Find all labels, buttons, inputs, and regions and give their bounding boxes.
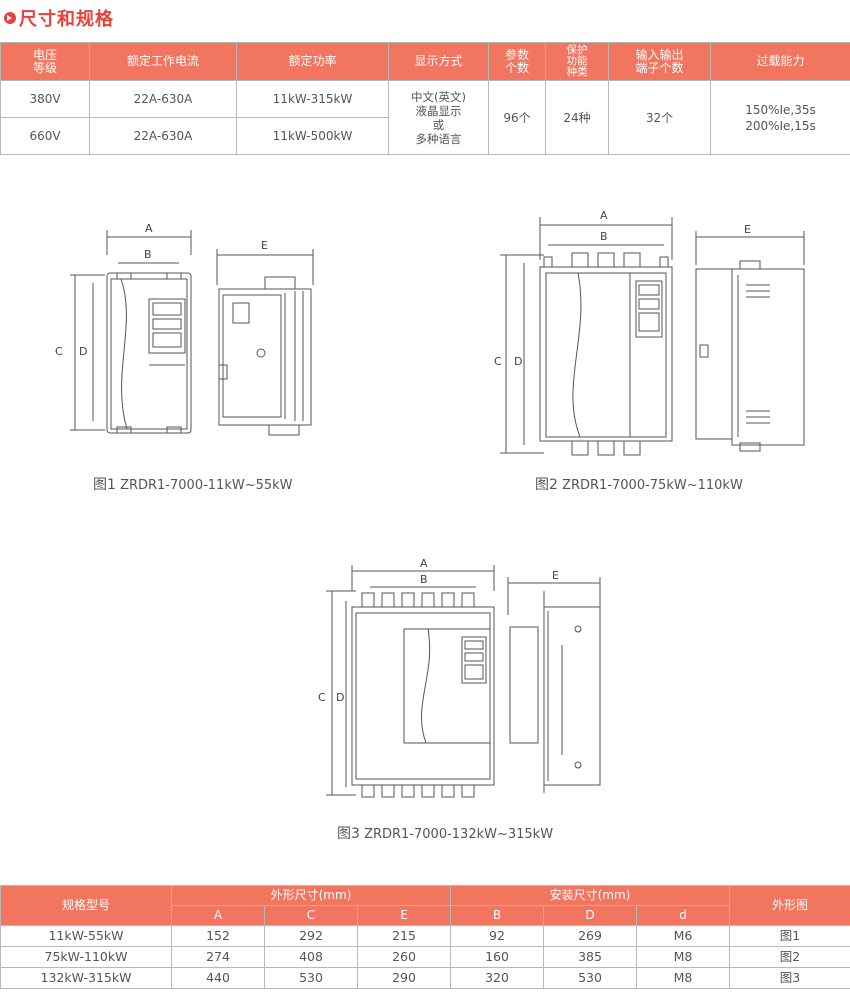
spec-table: 电压 等级 额定工作电流 额定功率 显示方式 参数 个数 保护 功能 种类 输入… xyxy=(0,42,850,155)
cell-display-mode: 中文(英文) 液晶显示 或 多种语言 xyxy=(388,80,489,155)
figure-3-model: ZRDR1-7000-132kW~315kW xyxy=(364,827,554,842)
cell-b: 160 xyxy=(450,946,544,968)
cell-overload: 150%Ie,35s 200%Ie,15s xyxy=(710,80,850,155)
cell-model: 11kW-55kW xyxy=(0,925,172,947)
header-power: 额定功率 xyxy=(236,42,389,81)
dim-label-b: B xyxy=(144,248,152,261)
spec-header-row: 电压 等级 额定工作电流 额定功率 显示方式 参数 个数 保护 功能 种类 输入… xyxy=(0,42,850,81)
dim-label-c: C xyxy=(494,355,502,368)
cell-current: 22A-630A xyxy=(89,117,237,155)
subheader-bolt: d xyxy=(636,905,730,926)
table-row: 11kW-55kW 152 292 215 92 269 M6 图1 xyxy=(0,925,850,947)
cell-c: 292 xyxy=(264,925,358,947)
cell-e: 260 xyxy=(357,946,451,968)
cell-model: 132kW-315kW xyxy=(0,967,172,989)
dim-label-e: E xyxy=(261,239,268,252)
dim-label-c: C xyxy=(55,345,63,358)
dim-label-c: C xyxy=(318,691,326,704)
figure-3-caption: 图3 ZRDR1-7000-132kW~315kW xyxy=(337,823,553,843)
cell-a: 440 xyxy=(171,967,265,989)
table-row: 132kW-315kW 440 530 290 320 530 M8 图3 xyxy=(0,967,850,989)
dim-label-d: D xyxy=(79,345,87,358)
dim-label-a: A xyxy=(145,222,153,235)
cell-figure: 图1 xyxy=(729,925,850,947)
figure-1-caption: 图1 ZRDR1-7000-11kW~55kW xyxy=(93,474,293,494)
cell-figure: 图3 xyxy=(729,967,850,989)
cell-c: 408 xyxy=(264,946,358,968)
cell-power: 11kW-500kW xyxy=(236,117,389,155)
figure-1-drawing: A B C D E xyxy=(55,222,314,436)
header-outer-size: 外形尺寸(mm) xyxy=(171,885,451,906)
figure-1-model: ZRDR1-7000-11kW~55kW xyxy=(120,478,293,493)
subheader-b: B xyxy=(450,905,544,926)
cell-power: 11kW-315kW xyxy=(236,80,389,118)
header-figure: 外形图 xyxy=(729,885,850,926)
cell-b: 320 xyxy=(450,967,544,989)
dim-label-b: B xyxy=(420,573,428,586)
subheader-d: D xyxy=(543,905,637,926)
subheader-e: E xyxy=(357,905,451,926)
dim-subheader-row: A C E B D d xyxy=(1,905,850,926)
cell-d: 269 xyxy=(543,925,637,947)
dim-label-d: D xyxy=(514,355,522,368)
cell-param-count: 96个 xyxy=(488,80,546,155)
subheader-c: C xyxy=(264,905,358,926)
arrow-bullet-icon xyxy=(4,12,16,24)
table-row: 75kW-110kW 274 408 260 160 385 M8 图2 xyxy=(0,946,850,968)
dim-label-a: A xyxy=(600,209,608,222)
cell-b: 92 xyxy=(450,925,544,947)
cell-a: 152 xyxy=(171,925,265,947)
subheader-a: A xyxy=(171,905,265,926)
table-row: 660V 22A-630A 11kW-500kW xyxy=(0,117,850,155)
cell-e: 290 xyxy=(357,967,451,989)
section-heading: 尺寸和规格 xyxy=(19,9,114,30)
cell-current: 22A-630A xyxy=(89,80,237,118)
section-title: 尺寸和规格 xyxy=(4,5,114,31)
figure-3-drawing: A B C D E xyxy=(318,557,601,798)
cell-voltage: 660V xyxy=(0,117,90,155)
cell-d: 530 xyxy=(543,967,637,989)
header-voltage: 电压 等级 xyxy=(0,42,90,81)
cell-c: 530 xyxy=(264,967,358,989)
header-params: 参数 个数 xyxy=(488,42,546,81)
cell-model: 75kW-110kW xyxy=(0,946,172,968)
header-current: 额定工作电流 xyxy=(89,42,237,81)
header-model: 规格型号 xyxy=(0,885,172,926)
header-install-size: 安装尺寸(mm) xyxy=(450,885,730,906)
header-overload: 过载能力 xyxy=(710,42,850,81)
dimension-table: 规格型号 外形尺寸(mm) 安装尺寸(mm) 外形图 A C E B D d 1… xyxy=(0,885,850,989)
dim-label-e: E xyxy=(744,223,751,236)
header-protection: 保护 功能 种类 xyxy=(545,42,609,81)
dim-header-row: 规格型号 外形尺寸(mm) 安装尺寸(mm) 外形图 xyxy=(0,885,850,926)
figure-2-model: ZRDR1-7000-75kW~110kW xyxy=(562,478,743,493)
table-row: 380V 22A-630A 11kW-315kW 中文(英文) 液晶显示 或 多… xyxy=(0,80,850,155)
figure-2-drawing: A B C D E xyxy=(494,209,805,456)
header-display: 显示方式 xyxy=(388,42,489,81)
figure-1-number: 图1 xyxy=(93,477,116,493)
dim-label-d: D xyxy=(336,691,344,704)
cell-figure: 图2 xyxy=(729,946,850,968)
cell-d: 385 xyxy=(543,946,637,968)
figure-3-number: 图3 xyxy=(337,826,360,842)
dim-label-e: E xyxy=(552,569,559,582)
header-io: 输入输出 端子个数 xyxy=(608,42,711,81)
cell-e: 215 xyxy=(357,925,451,947)
dim-label-b: B xyxy=(600,230,608,243)
figure-2-caption: 图2 ZRDR1-7000-75kW~110kW xyxy=(535,474,743,494)
cell-bolt: M8 xyxy=(636,946,730,968)
cell-protection: 24种 xyxy=(545,80,609,155)
cell-bolt: M8 xyxy=(636,967,730,989)
cell-a: 274 xyxy=(171,946,265,968)
figure-2-number: 图2 xyxy=(535,477,558,493)
cell-voltage: 380V xyxy=(0,80,90,118)
cell-bolt: M6 xyxy=(636,925,730,947)
cell-io: 32个 xyxy=(608,80,711,155)
dim-label-a: A xyxy=(420,557,428,570)
